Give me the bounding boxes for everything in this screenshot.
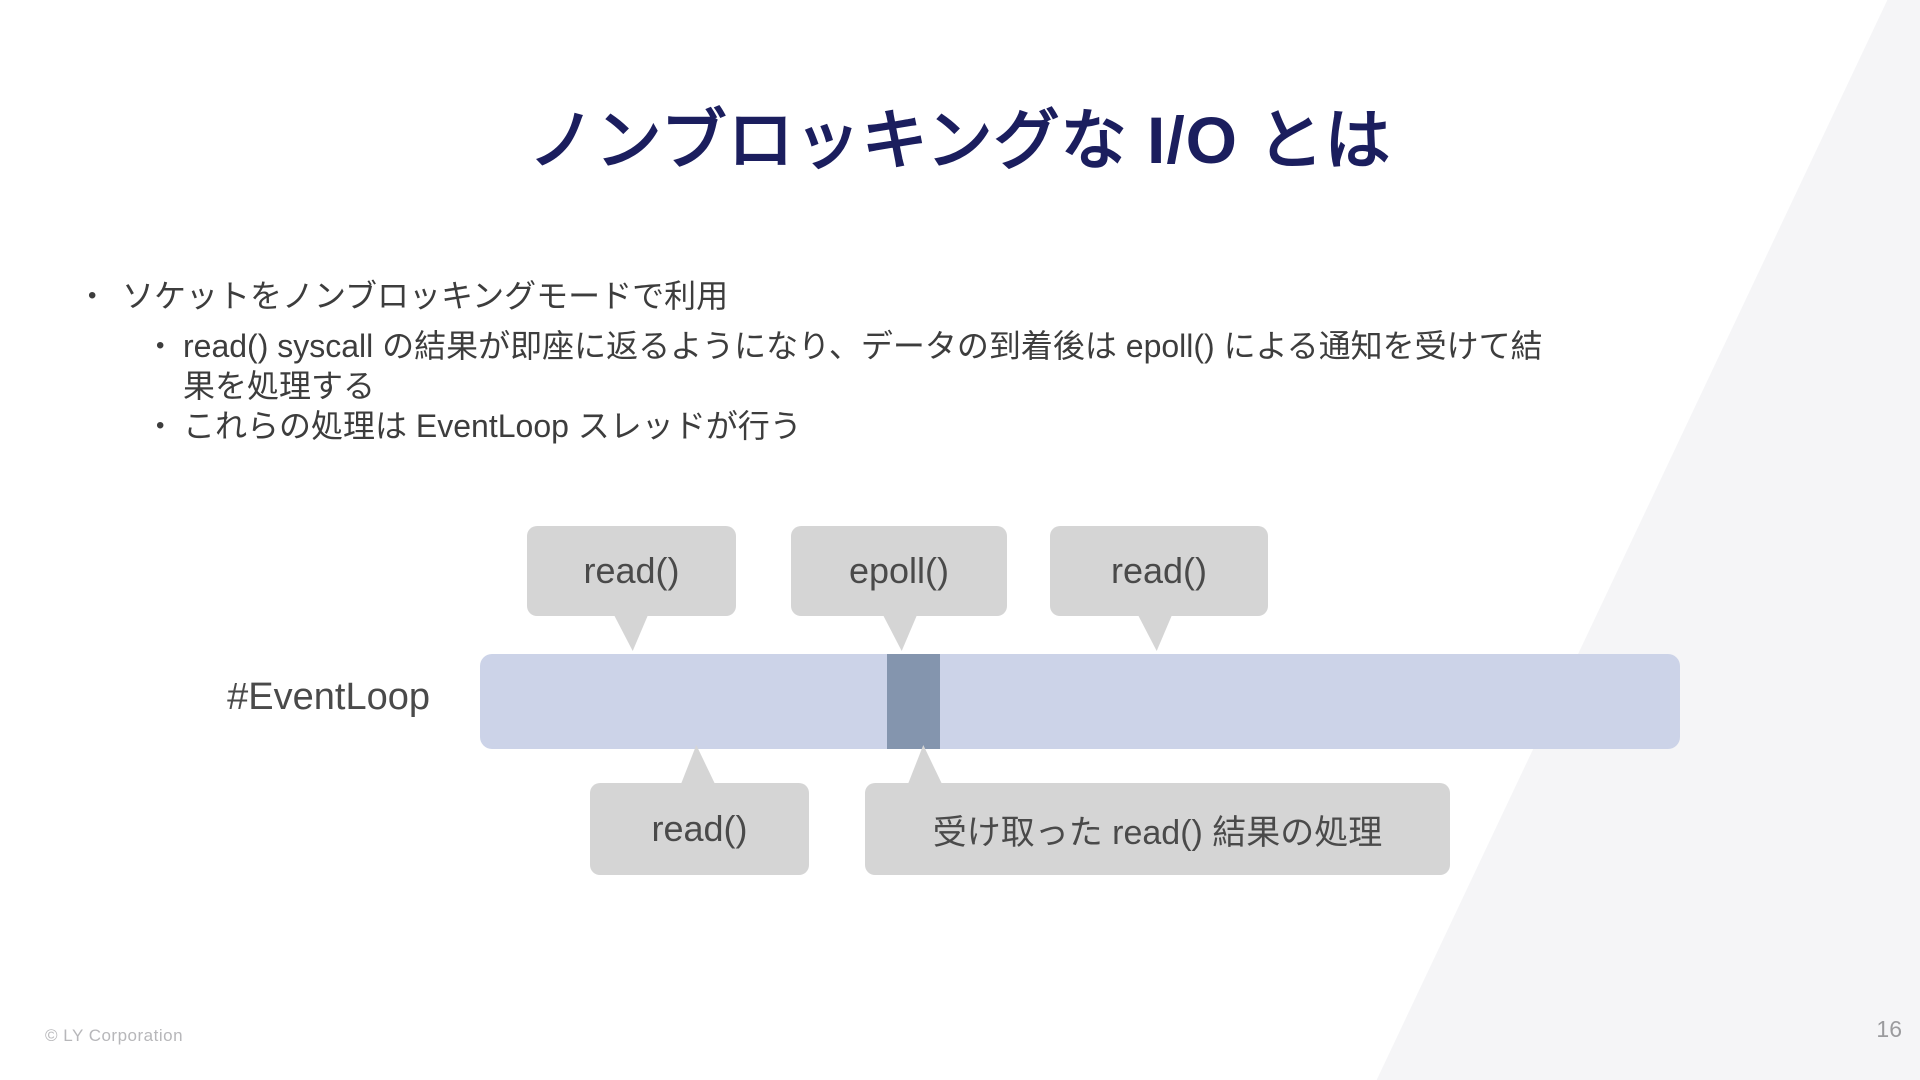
callout-epoll: epoll() (791, 526, 1007, 616)
callout-read-3-pointer (681, 745, 715, 784)
page-number: 16 (1876, 1016, 1902, 1042)
callout-epoll-label: epoll() (848, 550, 950, 591)
bullet-marker: • (156, 412, 165, 439)
sub-bullet-1-continuation: 果を処理する (183, 366, 375, 406)
page-title: ノンブロッキングな I/O とは (528, 103, 1392, 177)
sub-bullet-1-label: read() syscall の結果が即座に返るようになり、データの到着後は e… (183, 328, 1543, 364)
callout-read-2-pointer (1138, 615, 1172, 651)
callout-read-2-label: read() (1110, 550, 1208, 591)
callout-epoll-pointer (883, 615, 917, 651)
sub-bullet-2: • これらの処理は EventLoop スレッドが行う (156, 406, 802, 446)
bullet-item-1: • ソケットをノンブロッキングモードで利用 (88, 276, 728, 316)
busy-processing-segment (887, 654, 940, 749)
callout-read-3-label: read() (651, 808, 748, 849)
footer-copyright: © LY Corporation (45, 1026, 184, 1045)
eventloop-lane-label: #EventLoop (227, 676, 430, 718)
bullet-marker: • (88, 282, 97, 309)
bullet-marker: • (156, 332, 165, 359)
eventloop-timeline-bar (480, 654, 1680, 749)
sub-bullet-2-label: これらの処理は EventLoop スレッドが行う (183, 408, 802, 444)
bullet-item-1-label: ソケットをノンブロッキングモードで利用 (122, 278, 729, 314)
callout-read-1-pointer (614, 615, 648, 651)
callout-read-1: read() (527, 526, 736, 616)
callout-read-1-label: read() (583, 550, 680, 591)
callout-read-2: read() (1050, 526, 1268, 616)
callout-read-result-processing: 受け取った read() 結果の処理 (865, 783, 1450, 875)
sub-bullet-1-continuation-label: 果を処理する (183, 368, 376, 404)
callout-read-result-processing-pointer (908, 745, 942, 784)
sub-bullet-1: • read() syscall の結果が即座に返るようになり、データの到着後は… (156, 326, 1543, 366)
callout-read-result-processing-label: 受け取った read() 結果の処理 (932, 813, 1383, 852)
callout-read-3: read() (590, 783, 809, 875)
